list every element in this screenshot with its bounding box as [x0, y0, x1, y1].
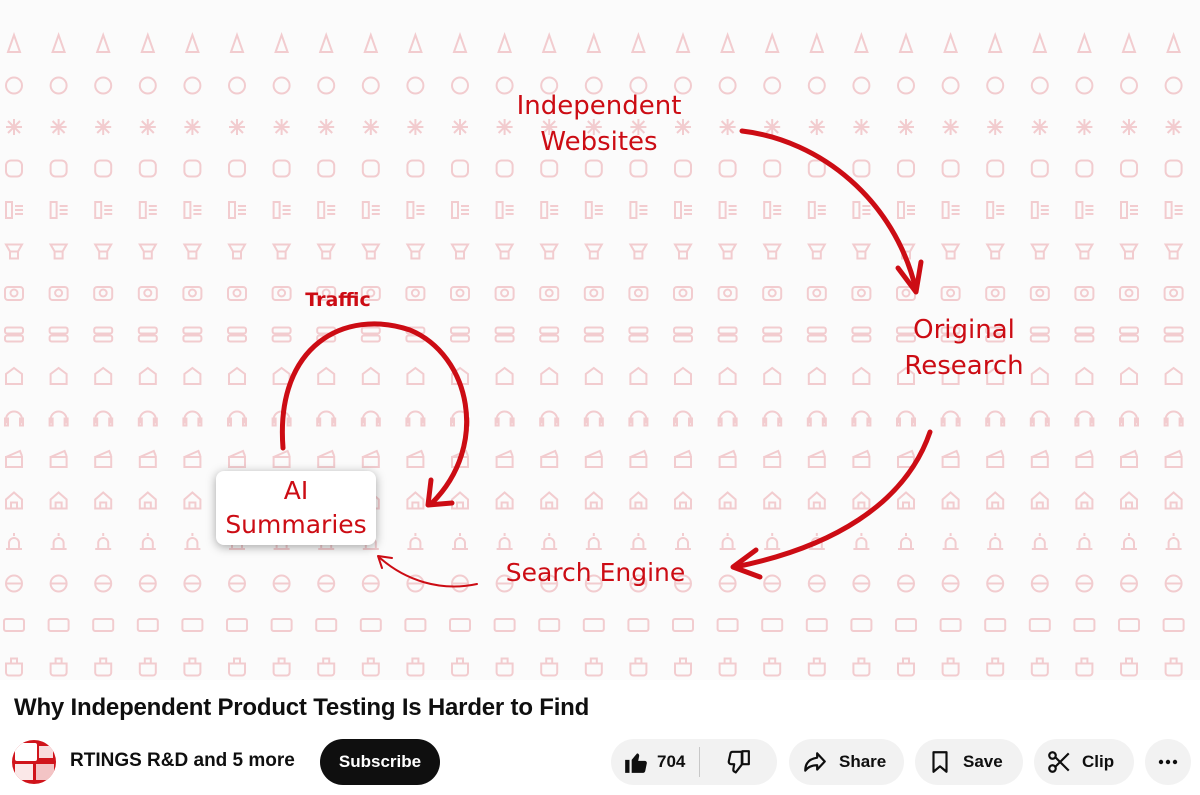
- share-button[interactable]: Share: [789, 739, 904, 785]
- dislike-button[interactable]: [700, 739, 776, 785]
- arrowhead-research: [895, 259, 924, 295]
- save-label: Save: [963, 752, 1003, 771]
- label-traffic: Traffic: [305, 289, 371, 311]
- clip-button[interactable]: Clip: [1034, 739, 1134, 785]
- arrow-search-to-ai: [379, 557, 478, 588]
- label-independent-websites: Independent Websites: [516, 91, 682, 157]
- like-dislike-group: 704: [611, 739, 777, 785]
- more-actions-button[interactable]: [1145, 739, 1191, 785]
- thumbs-down-icon: [727, 750, 750, 774]
- background-icon-pattern: [3, 31, 1185, 677]
- share-arrow-icon: [804, 752, 826, 772]
- like-button[interactable]: 704: [611, 739, 699, 785]
- label-search-engine: Search Engine: [505, 558, 686, 587]
- clip-label: Clip: [1082, 752, 1115, 771]
- bookmark-icon: [932, 751, 948, 773]
- share-label: Share: [839, 752, 887, 771]
- channel-name[interactable]: RTINGS R&D and 5 more: [70, 750, 295, 771]
- arrowhead-search: [730, 547, 763, 580]
- save-button[interactable]: Save: [915, 739, 1023, 785]
- more-dots-icon: [1158, 759, 1178, 765]
- video-title: Why Independent Product Testing Is Harde…: [14, 694, 590, 721]
- arrowhead-ai-small: [377, 555, 393, 569]
- diagram-arrows: [279, 128, 933, 588]
- thumbs-up-icon: [625, 753, 647, 773]
- like-count: 704: [657, 752, 686, 771]
- arrowhead-loop: [425, 477, 455, 508]
- arrow-research-to-search: [732, 429, 933, 570]
- owner-row: RTINGS R&D and 5 more Subscribe 704 Shar…: [0, 736, 1200, 788]
- like-divider: [699, 747, 700, 777]
- label-original-research: Original Research: [904, 315, 1024, 381]
- subscribe-button[interactable]: Subscribe: [320, 739, 440, 785]
- channel-avatar[interactable]: [12, 740, 56, 784]
- ai-summaries-box: AI Summaries: [216, 471, 376, 545]
- video-player[interactable]: Independent Websites Original Research S…: [0, 0, 1200, 680]
- arrow-traffic-loop: [279, 321, 470, 506]
- arrow-websites-to-research: [739, 128, 919, 293]
- scissors-icon: [1048, 751, 1070, 773]
